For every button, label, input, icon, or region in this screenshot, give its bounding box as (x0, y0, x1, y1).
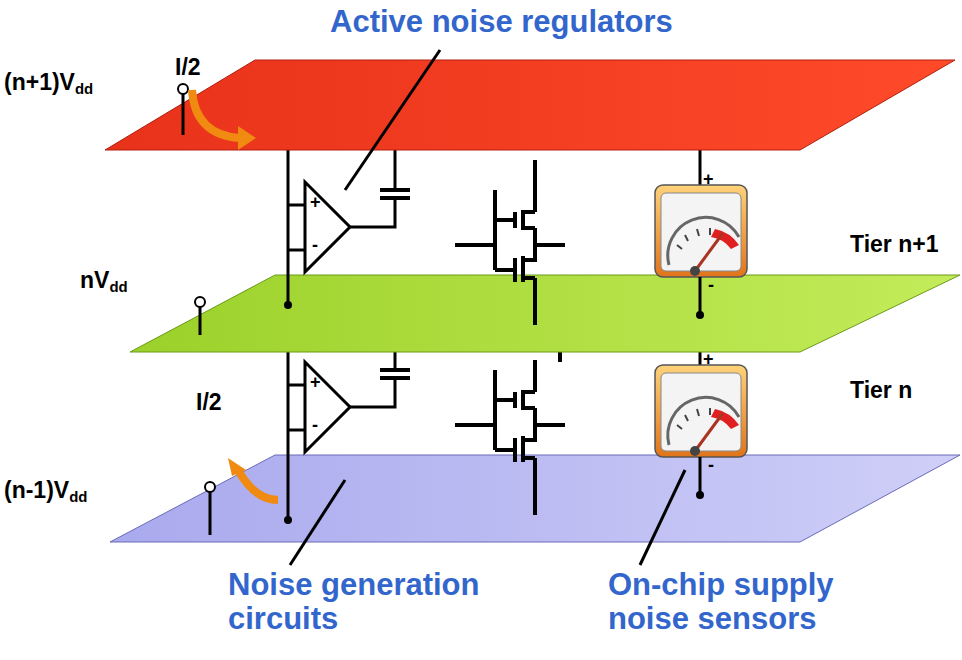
supply-label: (n+1)Vdd (4, 70, 93, 97)
callout-label: Noise generation circuits (228, 568, 508, 636)
pin-sign: - (312, 236, 318, 256)
callout-label: On-chip supply noise sensors (608, 568, 908, 636)
pin-sign: + (310, 373, 321, 393)
tier-label: Tier n (850, 378, 912, 403)
terminal-sign: - (708, 456, 714, 476)
terminal-sign: + (703, 170, 714, 190)
terminal-sign: + (703, 350, 714, 370)
pin-sign: - (312, 416, 318, 436)
supply-label: nVdd (80, 268, 128, 295)
terminal-sign: - (708, 276, 714, 296)
current-label: I/2 (196, 390, 222, 415)
current-label: I/2 (175, 55, 201, 80)
callout-label: Active noise regulators (330, 5, 673, 39)
pin-sign: + (310, 193, 321, 213)
tier-label: Tier n+1 (850, 232, 938, 257)
supply-label: (n-1)Vdd (4, 478, 87, 505)
